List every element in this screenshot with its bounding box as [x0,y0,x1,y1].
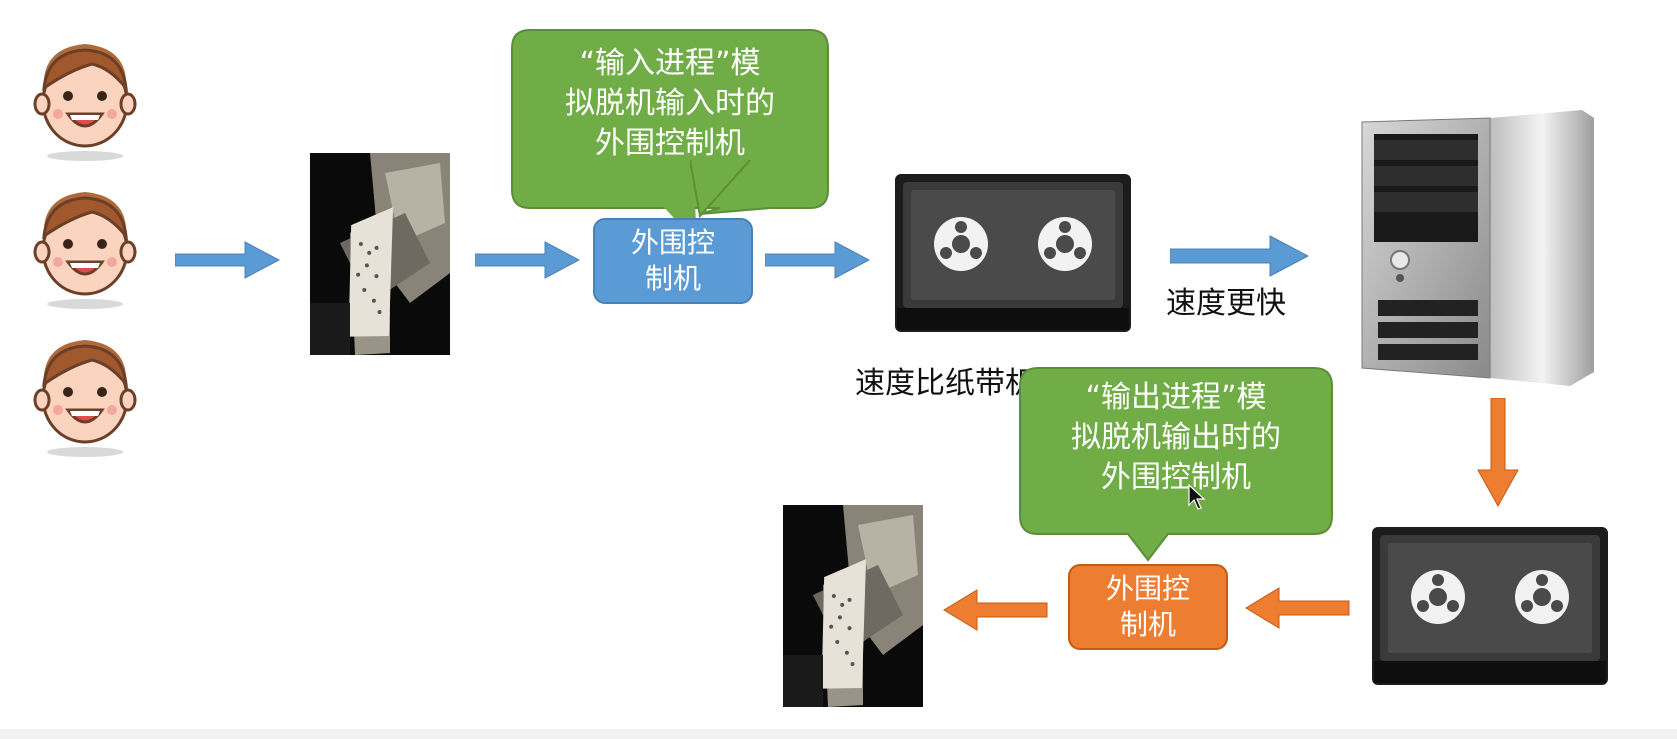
arrow-left-icon [1245,587,1350,629]
user-face-icon [33,340,137,457]
callout-line: 拟脱机输出时的 [1071,420,1281,455]
computer-tower-icon [1361,110,1594,386]
arrow-right-icon [475,241,580,279]
input-peripheral-controller: 外围控 制机 [593,218,753,304]
arrow-left-icon [943,589,1048,631]
callout-line: 外围控制机 [1101,460,1251,495]
arrow-right-icon [1170,235,1310,277]
input-process-callout-text: “输入进程”模 拟脱机输入时的 外围控制机 [525,44,815,164]
paper-tape-reader-photo [310,153,450,355]
speed-faster-label: 速度更快 [1166,286,1286,321]
arrow-right-icon [175,241,280,279]
controller-label-line: 制机 [1119,608,1176,641]
output-process-callout [1019,367,1333,562]
callout-line: 拟脱机输入时的 [565,86,775,121]
arrow-down-icon [1477,398,1519,508]
callout-line: “输入进程”模 [579,46,761,81]
paper-tape-reader-photo [783,505,923,707]
input-process-callout [511,29,829,218]
controller-label-line: 外围控 [630,226,715,259]
mouse-cursor-icon [1188,484,1206,510]
magnetic-tape-drive-icon [895,174,1131,332]
bottom-border [0,729,1677,739]
controller-label-line: 制机 [644,262,701,295]
input-callout-tail [690,160,752,219]
user-face-icon [33,44,137,161]
callout-line: 外围控制机 [595,126,745,161]
output-process-callout-text: “输出进程”模 拟脱机输出时的 外围控制机 [1030,378,1322,498]
user-face-icon [33,192,137,309]
output-peripheral-controller: 外围控 制机 [1068,564,1228,650]
controller-label-line: 外围控 [1105,572,1190,605]
magnetic-tape-drive-icon [1372,527,1608,685]
arrow-right-icon [765,241,870,279]
callout-line: “输出进程”模 [1085,380,1267,415]
